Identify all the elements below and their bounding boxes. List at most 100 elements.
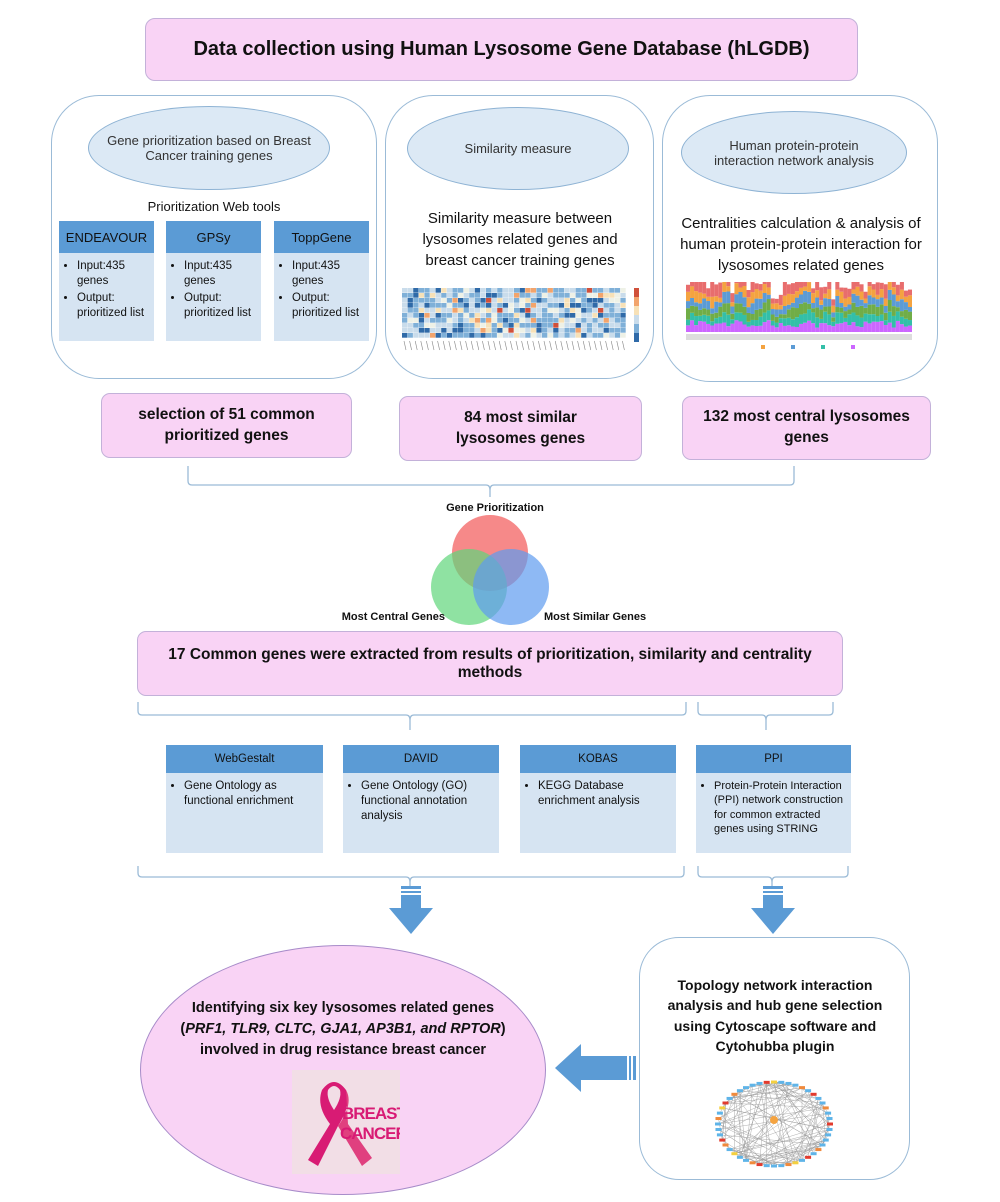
centrality-bar-segment	[811, 312, 816, 324]
centrality-bar-segment	[694, 325, 699, 332]
heatmap-cell	[558, 298, 565, 303]
centrality-bar-segment	[799, 282, 804, 288]
heatmap-cell	[486, 323, 492, 328]
heatmap-label-tick	[515, 340, 519, 351]
heatmap-cell	[586, 298, 593, 303]
heatmap-cell	[463, 308, 469, 313]
centrality-bar-segment	[762, 282, 767, 285]
network-edge	[759, 1083, 819, 1099]
heatmap-cell	[598, 308, 604, 313]
heatmap-cell	[592, 293, 598, 298]
heatmap-cell	[458, 303, 464, 308]
centrality-bar-segment	[762, 322, 767, 332]
tool-kobas-body: KEGG Database enrichment analysis	[520, 773, 676, 853]
heatmap-cell	[418, 308, 425, 313]
title-box: Data collection using Human Lysosome Gen…	[145, 18, 858, 81]
heatmap-cell	[446, 333, 453, 338]
centrality-bar-segment	[722, 312, 727, 323]
heatmap-cell	[570, 308, 576, 313]
heatmap-label-tick	[588, 340, 592, 351]
heatmap-cell	[575, 303, 581, 308]
heatmap-cell	[614, 298, 621, 303]
network-edge	[773, 1081, 826, 1141]
result-central: 132 most central lysosomes genes	[682, 396, 931, 460]
heatmap-cell	[424, 328, 430, 333]
heatmap-cell	[614, 328, 621, 333]
heatmap-cell	[536, 293, 542, 298]
centrality-bar-segment	[843, 298, 848, 307]
network-node	[715, 1127, 722, 1131]
heatmap-cell	[581, 298, 587, 303]
heatmap-cell	[614, 288, 621, 293]
heatmap-cell	[446, 308, 453, 313]
heatmap-cell	[614, 333, 621, 338]
centrality-bar-segment	[863, 321, 868, 332]
centrality-bar-segment	[899, 311, 904, 317]
centrality-bar-segment	[758, 290, 763, 299]
centrality-bar-segment	[714, 284, 719, 297]
centrality-bar-segment	[799, 314, 804, 324]
centrality-bar-segment	[831, 305, 836, 313]
heatmap-cell	[491, 328, 497, 333]
heatmap-cell	[581, 333, 587, 338]
centrality-bar-segment	[702, 314, 707, 322]
heatmap-cell	[570, 328, 576, 333]
heatmap-cell	[603, 303, 609, 308]
network-node	[819, 1143, 826, 1147]
heatmap-cell	[469, 303, 475, 308]
heatmap-cell	[598, 298, 604, 303]
heatmap-cell	[430, 308, 436, 313]
heatmap-cell	[458, 328, 464, 333]
heatmap-cell	[536, 303, 542, 308]
centrality-bar-segment	[847, 296, 852, 305]
heatmap-cell	[603, 298, 609, 303]
heatmap-cell	[497, 318, 503, 323]
heatmap-cell	[418, 318, 425, 323]
heatmap-cell	[519, 328, 525, 333]
heatmap-cell	[536, 318, 542, 323]
heatmap-cell	[564, 303, 570, 308]
network-node	[716, 1111, 723, 1115]
centrality-bar-segment	[774, 316, 779, 323]
heatmap-cell	[435, 308, 441, 313]
network-edge	[725, 1144, 741, 1158]
heatmap-cell	[598, 323, 604, 328]
heatmap-cell	[463, 298, 469, 303]
centrality-bar-segment	[851, 293, 856, 303]
heatmap-cell	[497, 308, 503, 313]
heatmap-cell	[469, 288, 475, 293]
heatmap-cell	[435, 318, 441, 323]
final-genes: PRF1, TLR9, CLTC, GJA1, AP3B1, and RPTOR	[185, 1021, 501, 1038]
centrality-bar-segment	[702, 293, 707, 299]
centrality-bar-segment	[730, 306, 735, 314]
heatmap-cell	[486, 293, 492, 298]
tool-endeavour-body: Input:435 genesOutput: prioritized list	[59, 253, 154, 341]
centrality-bar-segment	[835, 289, 840, 297]
heatmap-cell	[441, 308, 447, 313]
centrality-bar-segment	[891, 306, 896, 316]
centrality-bar-segment	[714, 296, 719, 302]
heatmap-cell	[614, 313, 621, 318]
centrality-bar-segment	[726, 303, 731, 315]
centrality-bar-segment	[710, 296, 715, 309]
heatmap-cell	[480, 318, 486, 323]
heatmap-cell	[486, 308, 492, 313]
centrality-bar-segment	[811, 293, 816, 303]
centrality-bar-segment	[730, 302, 735, 307]
tool-toppgene-head: ToppGene	[274, 221, 369, 253]
centrality-bar-segment	[811, 323, 816, 332]
network-node	[799, 1086, 805, 1090]
centrality-bar-segment	[887, 300, 892, 312]
network-edge	[734, 1094, 789, 1165]
network-node	[731, 1152, 738, 1156]
centrality-bar-segment	[815, 282, 820, 291]
centrality-bar-segment	[730, 293, 735, 303]
heatmap-cell	[620, 318, 626, 323]
heatmap-cell	[592, 298, 598, 303]
heatmap-legend-swatch	[634, 333, 639, 342]
heatmap-cell	[402, 328, 408, 333]
centrality-bar-segment	[903, 302, 908, 310]
heatmap-cell	[463, 318, 469, 323]
network-edge	[773, 1081, 796, 1163]
heatmap-cell	[530, 313, 537, 318]
